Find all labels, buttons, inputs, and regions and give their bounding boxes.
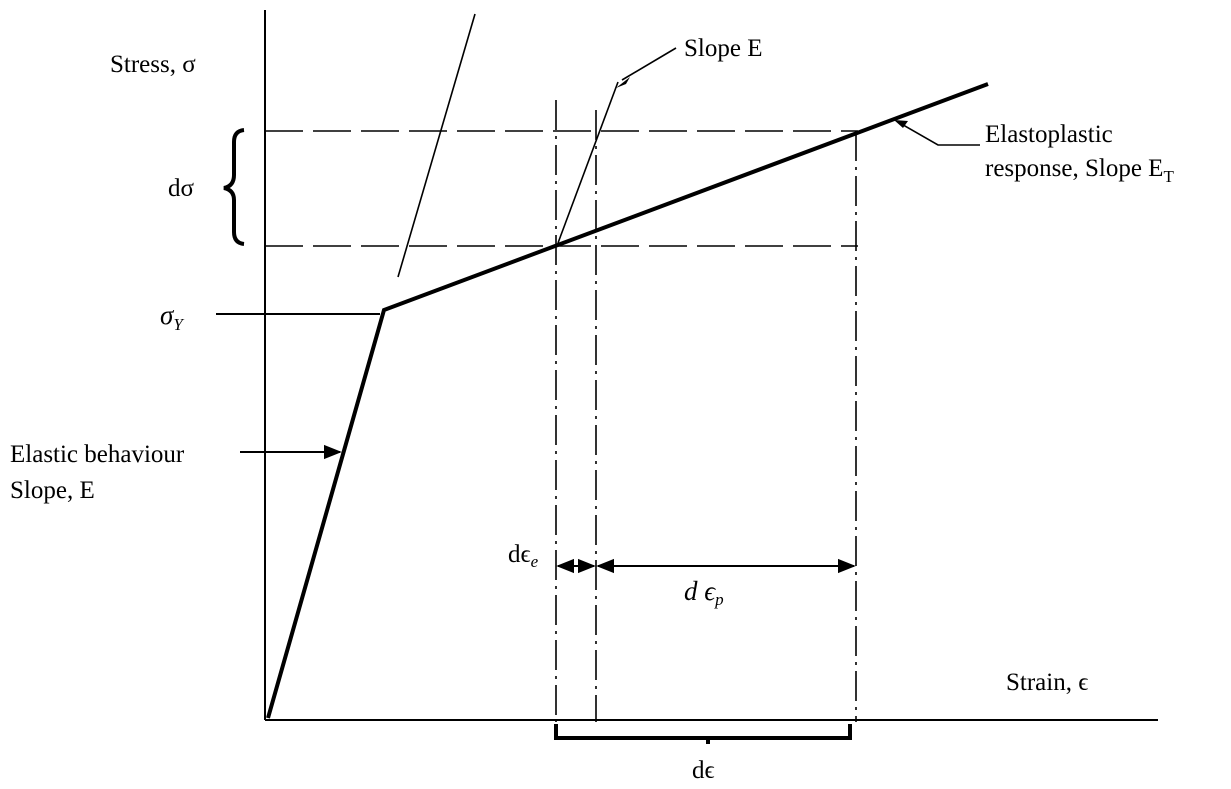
slope-e-tangent-line (557, 81, 619, 244)
d-eps-e-label: dϵe (508, 541, 539, 571)
d-eps-p-label: d ϵp (684, 576, 724, 609)
elastoplastic-leader (897, 121, 980, 146)
elastic-label-line2: Slope, E (10, 477, 95, 504)
elastoplastic-leader-arrowhead (894, 120, 908, 128)
d-sigma-brace (223, 128, 245, 246)
x-axis-label: Strain, ϵ (1006, 669, 1088, 696)
stress-strain-curve (266, 82, 989, 719)
slope-e-label: Slope E (684, 35, 762, 62)
d-eps-label: dϵ (692, 757, 715, 784)
elastic-slope-reference-line (397, 13, 476, 278)
elastoplastic-label-line1: Elastoplastic (985, 121, 1113, 148)
y-axis-label: Stress, σ (110, 51, 196, 78)
sigma-y-label: σY (160, 300, 184, 334)
d-eps-brace (554, 724, 852, 744)
d-sigma-label: dσ (168, 175, 195, 202)
slope-e-leader (621, 47, 677, 81)
elastoplastic-label-line2: response, Slope ET (985, 155, 1174, 186)
slope-e-leader-arrowhead (616, 77, 630, 88)
elastic-label-line1: Elastic behaviour (10, 441, 185, 468)
